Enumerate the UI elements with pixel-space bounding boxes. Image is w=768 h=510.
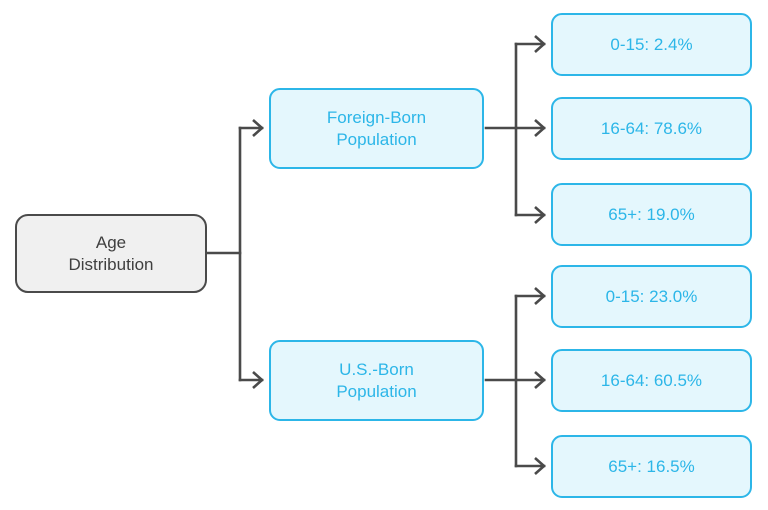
node-foreign-born-0-15[interactable]: 0-15: 2.4% xyxy=(551,13,752,76)
node-foreign-born-65-plus[interactable]: 65+: 19.0% xyxy=(551,183,752,246)
arrowhead-foreign-born-16-64 xyxy=(534,119,546,137)
node-foreign-born-population[interactable]: Foreign-Born Population xyxy=(269,88,484,169)
arrowhead-foreign-born-0-15 xyxy=(534,35,546,53)
node-us-born-0-15[interactable]: 0-15: 23.0% xyxy=(551,265,752,328)
arrowhead-foreign-born xyxy=(252,119,264,137)
arrowhead-foreign-born-65-plus xyxy=(534,206,546,224)
node-us-born-16-64[interactable]: 16-64: 60.5% xyxy=(551,349,752,412)
arrowhead-us-born-65-plus xyxy=(534,457,546,475)
arrowhead-us-born-16-64 xyxy=(534,371,546,389)
arrowhead-us-born-0-15 xyxy=(534,287,546,305)
node-age-distribution[interactable]: Age Distribution xyxy=(15,214,207,293)
node-foreign-born-16-64[interactable]: 16-64: 78.6% xyxy=(551,97,752,160)
node-us-born-65-plus[interactable]: 65+: 16.5% xyxy=(551,435,752,498)
arrowhead-us-born xyxy=(252,371,264,389)
node-us-born-population[interactable]: U.S.-Born Population xyxy=(269,340,484,421)
